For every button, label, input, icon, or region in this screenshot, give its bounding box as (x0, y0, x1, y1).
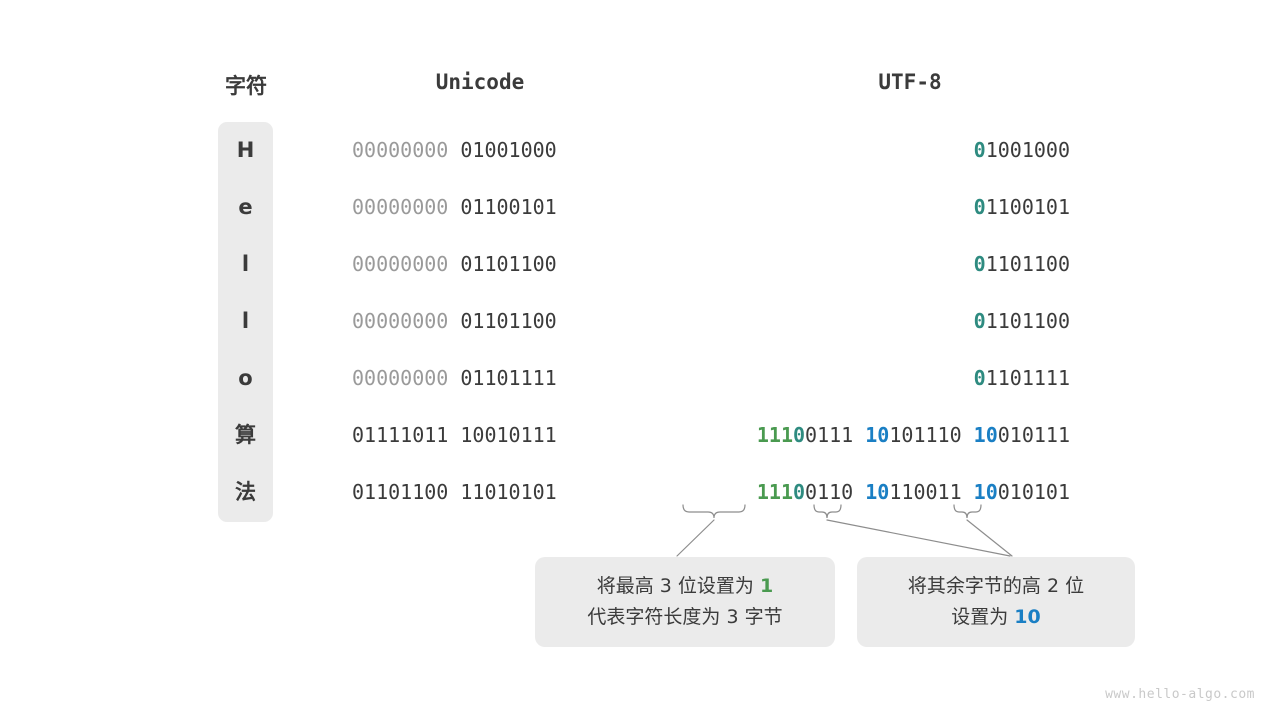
leader-line-continuation-byte-3 (966, 519, 1013, 557)
utf8-prefix-bits: 0 (973, 252, 986, 276)
unicode-low-byte: 01001000 (460, 138, 557, 162)
utf8-lead-marker-bits: 111 (756, 423, 793, 447)
utf8-continuation-marker-bits: 10 (973, 480, 998, 504)
callout-line: 将其余字节的高 2 位 (907, 575, 1085, 597)
utf8-continuation-marker-bits: 10 (973, 423, 998, 447)
char-cell: l (241, 309, 250, 333)
callout-continuation-bytes: 将其余字节的高 2 位 设置为 10 (857, 557, 1135, 647)
callout-line: 将最高 3 位设置为 1 (597, 571, 773, 602)
unicode-value: 00000000 01001000 (352, 122, 652, 179)
column-header-unicode: Unicode (435, 70, 525, 94)
character-column-panel: H e l l o 算 法 (218, 122, 273, 522)
column-header-utf8: UTF-8 (878, 70, 942, 94)
utf8-prefix-bits: 0 (973, 138, 986, 162)
char-cell: 法 (235, 480, 256, 504)
callout-lead-byte: 将最高 3 位设置为 1 代表字符长度为 3 字节 (535, 557, 835, 647)
utf8-payload-bits: 101110 (889, 423, 962, 447)
utf8-prefix-bits: 0 (973, 309, 986, 333)
unicode-value: 00000000 01101100 (352, 236, 652, 293)
unicode-value: 01111011 10010111 (352, 407, 652, 464)
unicode-value: 00000000 01100101 (352, 179, 652, 236)
unicode-value: 01101100 11010101 (352, 464, 652, 521)
unicode-high-byte: 01111011 (352, 423, 449, 447)
column-header-character: 字符 (225, 74, 267, 98)
utf8-payload-bits: 0110 (805, 480, 854, 504)
char-cell: l (241, 252, 250, 276)
utf8-payload-bits: 0111 (805, 423, 854, 447)
unicode-high-byte: 00000000 (352, 366, 449, 390)
utf8-payload-bits: 1100101 (985, 195, 1070, 219)
char-cell: 算 (235, 423, 256, 447)
utf8-value: 11100111 10101110 10010111 (620, 407, 1070, 464)
utf8-value: 01101111 (620, 350, 1070, 407)
unicode-value: 00000000 01101100 (352, 293, 652, 350)
utf8-prefix-bits: 0 (973, 366, 986, 390)
unicode-high-byte: 00000000 (352, 309, 449, 333)
unicode-low-byte: 01101100 (460, 252, 557, 276)
unicode-high-byte: 00000000 (352, 195, 449, 219)
char-cell: H (236, 138, 255, 162)
unicode-value: 00000000 01101111 (352, 350, 652, 407)
utf8-value: 01101100 (620, 236, 1070, 293)
utf8-value: 11100110 10110011 10010101 (620, 464, 1070, 521)
char-cell: e (238, 195, 253, 219)
utf8-continuation-marker-bits: 10 (865, 480, 890, 504)
utf8-payload-bits: 1001000 (985, 138, 1070, 162)
unicode-high-byte: 00000000 (352, 138, 449, 162)
unicode-low-byte: 01100101 (460, 195, 557, 219)
unicode-low-byte: 11010101 (460, 480, 557, 504)
utf8-payload-bits: 110011 (889, 480, 962, 504)
unicode-low-byte: 01101111 (460, 366, 557, 390)
unicode-low-byte: 01101100 (460, 309, 557, 333)
unicode-high-byte: 01101100 (352, 480, 449, 504)
callout-highlight: 1 (759, 575, 774, 597)
utf8-payload-bits: 1101111 (985, 366, 1070, 390)
utf8-lead-separator-bit: 0 (793, 480, 806, 504)
unicode-low-byte: 10010111 (460, 423, 557, 447)
callout-line: 设置为 10 (951, 602, 1041, 633)
watermark: www.hello-algo.com (1105, 687, 1255, 702)
utf8-lead-separator-bit: 0 (793, 423, 806, 447)
char-cell: o (238, 366, 253, 390)
utf8-value: 01101100 (620, 293, 1070, 350)
utf8-lead-marker-bits: 111 (756, 480, 793, 504)
callout-text: 设置为 (951, 606, 1015, 628)
utf8-value: 01001000 (620, 122, 1070, 179)
utf8-payload-bits: 010111 (997, 423, 1070, 447)
utf8-prefix-bits: 0 (973, 195, 986, 219)
callout-highlight: 10 (1014, 606, 1041, 628)
callout-line: 代表字符长度为 3 字节 (587, 606, 783, 628)
callout-text: 将最高 3 位设置为 (596, 575, 760, 597)
utf8-continuation-marker-bits: 10 (865, 423, 890, 447)
unicode-high-byte: 00000000 (352, 252, 449, 276)
utf8-value: 01100101 (620, 179, 1070, 236)
utf8-payload-bits: 010101 (997, 480, 1070, 504)
leader-line-continuation-byte-2 (826, 519, 1011, 557)
leader-line-lead-byte (676, 519, 715, 557)
utf8-payload-bits: 1101100 (985, 252, 1070, 276)
utf8-payload-bits: 1101100 (985, 309, 1070, 333)
